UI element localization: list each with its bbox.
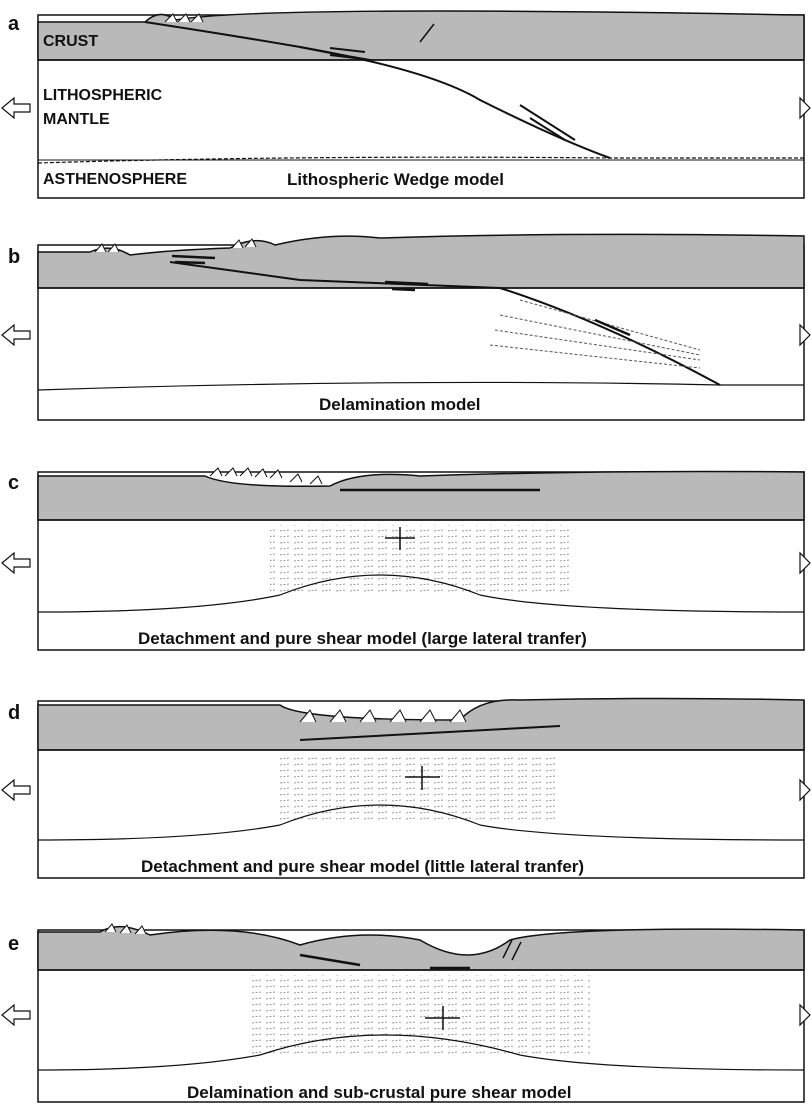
crust-layer [38, 11, 804, 60]
crust-layer [38, 472, 804, 521]
panel-c: c Detachment and pure shear model (large… [2, 468, 810, 650]
extension-arrow-right-icon [800, 98, 810, 118]
panel-b: b Delamination model [2, 234, 810, 420]
extension-arrow-left-icon [2, 98, 30, 118]
extension-arrow-right-icon [800, 780, 810, 800]
pure-shear-zone [270, 525, 570, 595]
extension-arrow-left-icon [2, 325, 30, 345]
panel-d: d Detachment and pure shear model (littl… [2, 699, 810, 879]
label-mantle-line1: LITHOSPHERIC [43, 87, 163, 104]
panel-letter-e: e [8, 933, 19, 955]
panel-letter-b: b [8, 246, 20, 268]
panel-letter-a: a [8, 13, 20, 35]
extension-arrow-right-icon [800, 325, 810, 345]
extension-arrow-left-icon [2, 1005, 30, 1025]
extension-arrow-left-icon [2, 780, 30, 800]
extension-arrow-right-icon [800, 1005, 810, 1025]
panel-letter-d: d [8, 702, 20, 724]
panel-a: a CRUST LITHOSPHERIC MANTLE ASTHENOSPHER… [2, 11, 810, 198]
extension-arrow-right-icon [800, 553, 810, 573]
model-title-b: Delamination model [319, 395, 481, 414]
label-crust: CRUST [43, 33, 98, 50]
label-mantle-line2: MANTLE [43, 111, 110, 128]
pure-shear-zone [250, 975, 590, 1055]
extension-arrow-left-icon [2, 553, 30, 573]
panel-e: e Delamination and sub-crustal pure shea… [2, 924, 810, 1102]
pure-shear-zone [280, 755, 560, 820]
model-title-c: Detachment and pure shear model (large l… [138, 629, 587, 648]
model-title-a: Lithospheric Wedge model [287, 170, 504, 189]
model-title-e: Delamination and sub-crustal pure shear … [187, 1083, 571, 1102]
panel-letter-c: c [8, 472, 19, 494]
crust-layer [38, 234, 804, 288]
model-title-d: Detachment and pure shear model (little … [141, 857, 584, 876]
label-asthenosphere: ASTHENOSPHERE [43, 171, 187, 188]
